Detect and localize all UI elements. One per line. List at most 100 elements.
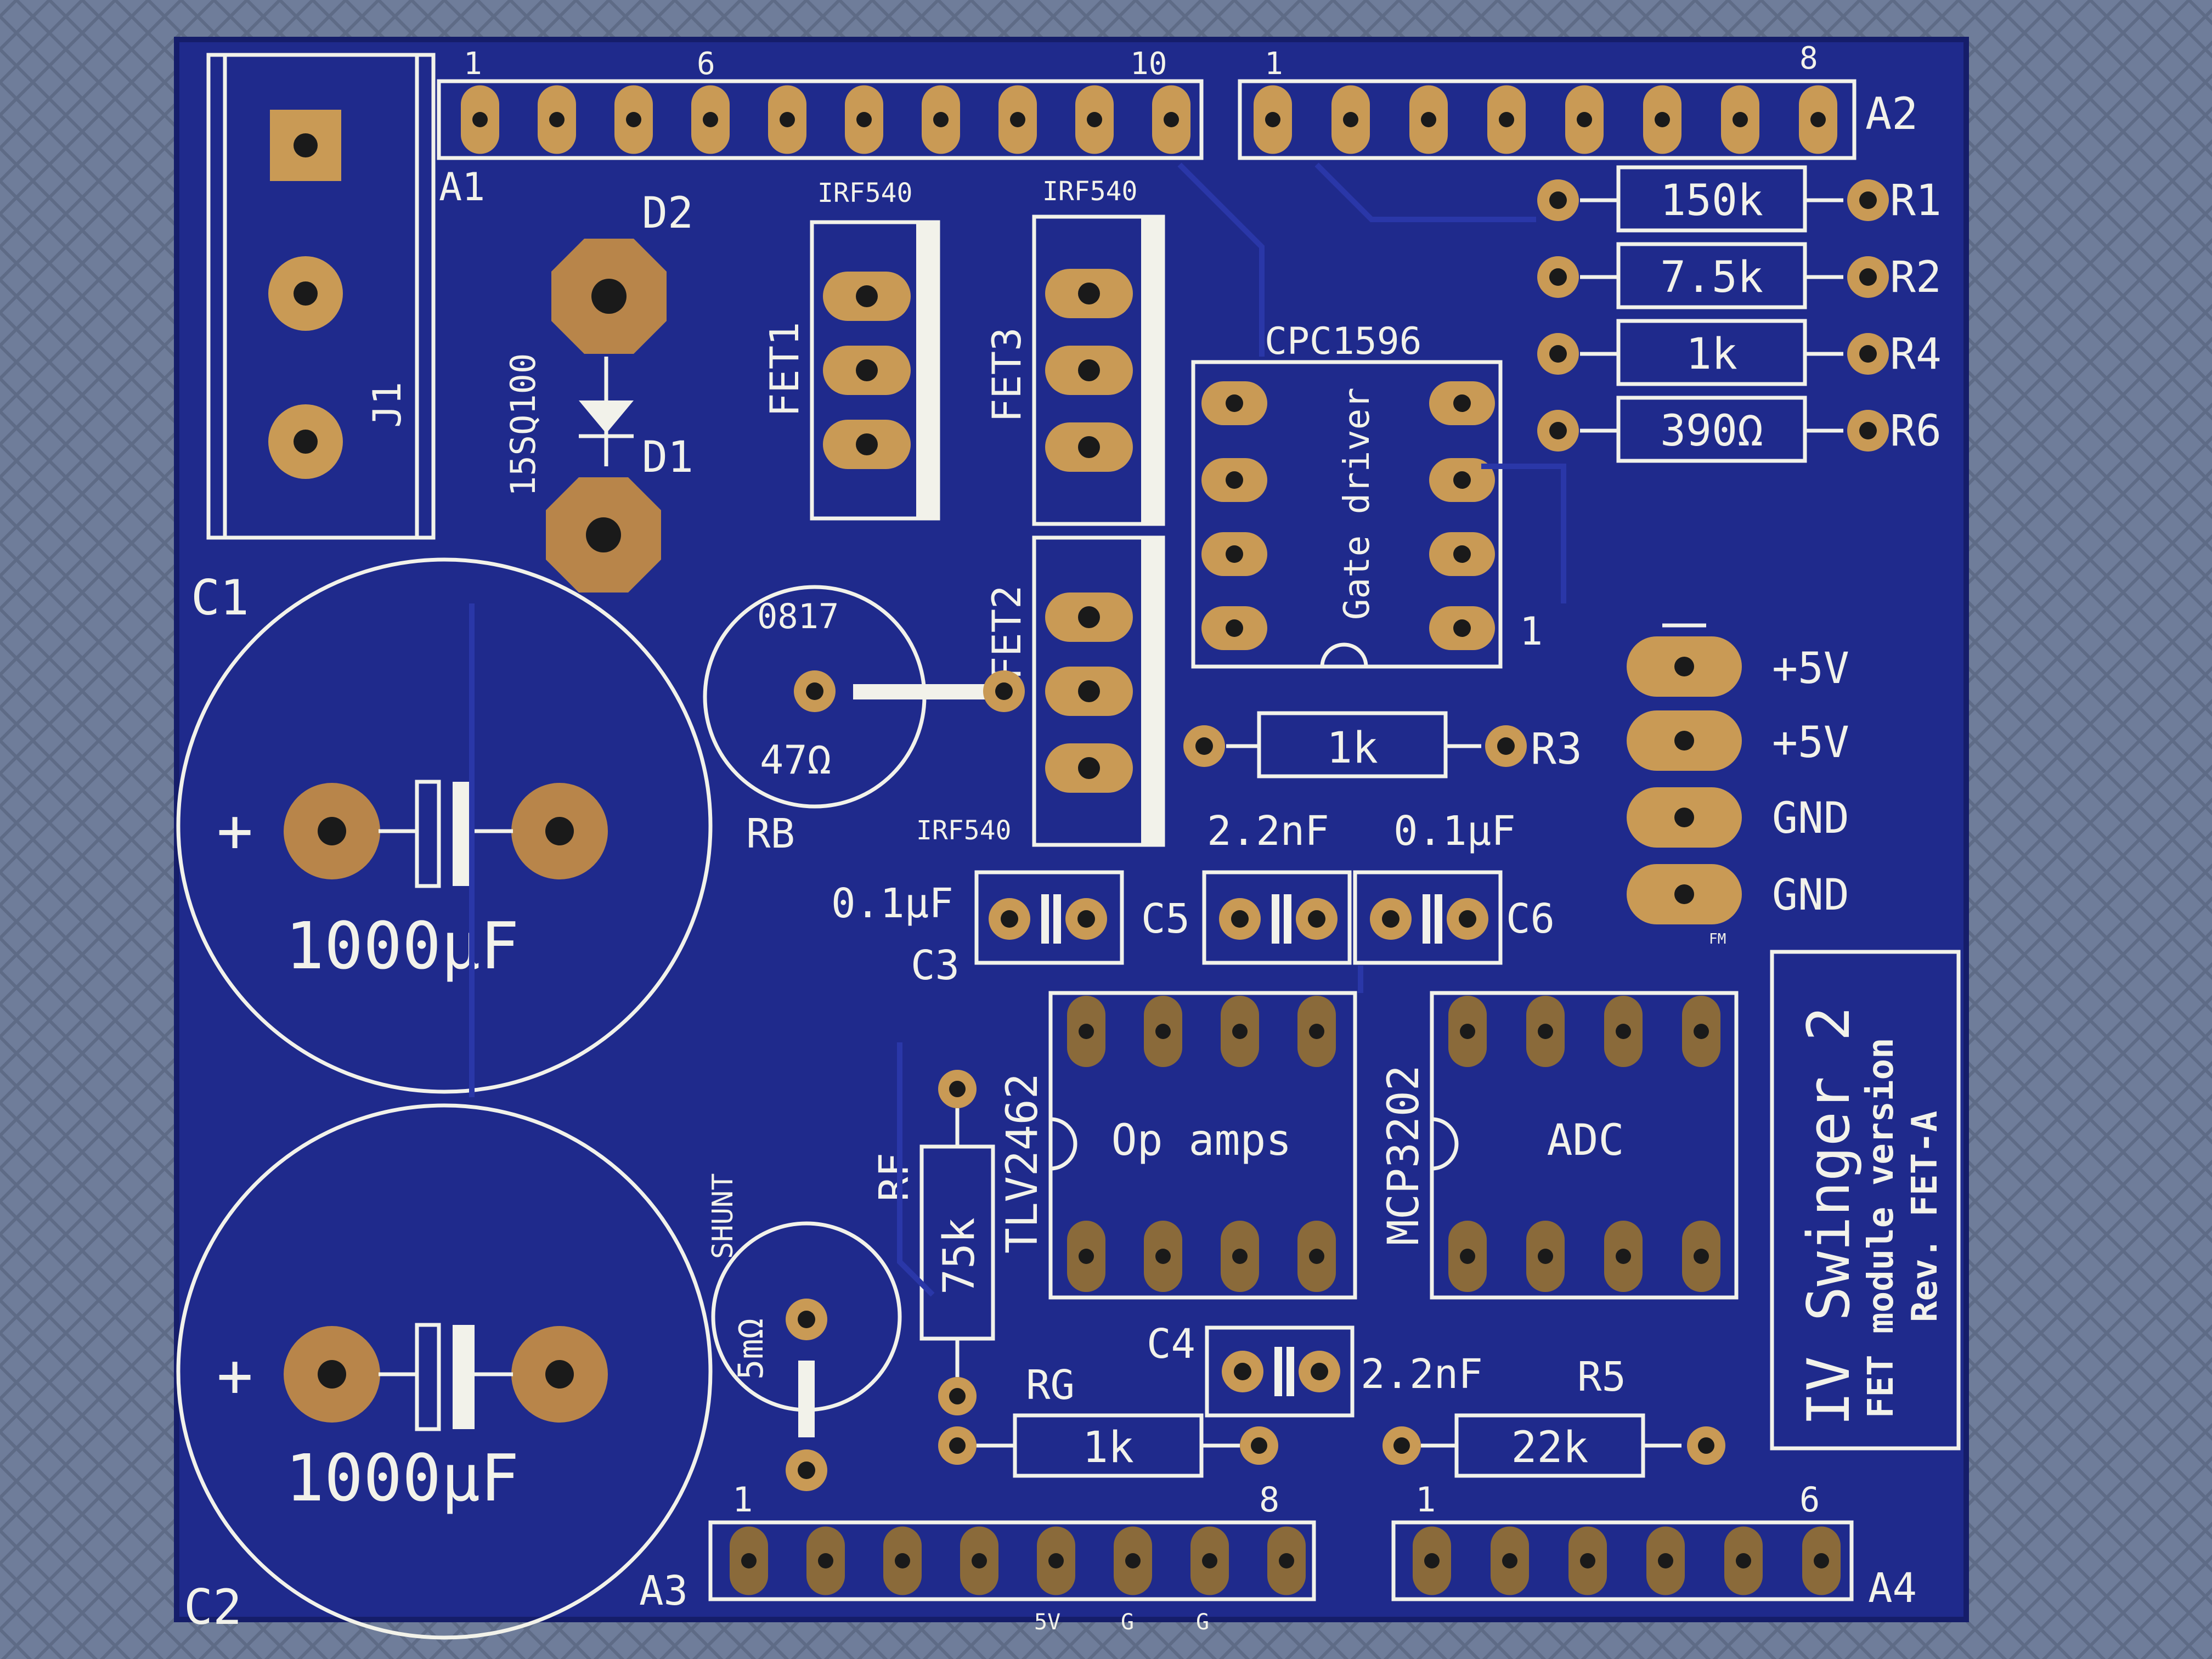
resistor-r1: 150k R1: [1537, 165, 1942, 233]
c6-ref: C6: [1506, 895, 1555, 943]
fet3-label: FET3: [984, 328, 1030, 422]
op-amps-label: Op amps: [1111, 1116, 1292, 1165]
fet3-part: IRF540: [1042, 176, 1137, 207]
shunt-resistor: 5mΩ SHUNT: [707, 1173, 902, 1491]
header-a2: 1 8 A2: [1238, 41, 1918, 160]
fet3: IRF540 FET3: [984, 176, 1165, 526]
c1-plus: +: [217, 795, 253, 866]
r4-ref: R4: [1890, 330, 1942, 379]
fet2-label: FET2: [984, 585, 1030, 680]
capacitor-c6: 0.1µF C6: [1353, 808, 1555, 965]
board-revision: Rev. FET-A: [1905, 1111, 1945, 1322]
r5-ref: R5: [1577, 1353, 1626, 1401]
ic-adc: ADC MCP3202: [1379, 991, 1739, 1300]
a4-pin-6: 6: [1799, 1480, 1820, 1520]
resistor-r2: 7.5k R2: [1537, 242, 1942, 309]
power-pin-2: +5V: [1772, 718, 1849, 768]
fet2: IRF540 FET2: [916, 535, 1165, 847]
rf-ref: RF: [871, 1153, 918, 1201]
c3-value: 0.1µF: [831, 880, 953, 927]
a2-label: A2: [1865, 88, 1918, 139]
r2-ref: R2: [1890, 253, 1942, 302]
header-a1: 1 6 10 A1: [437, 46, 1204, 210]
resistor-rb: 0817 47Ω RB: [703, 585, 1025, 857]
rg-value: 1k: [1082, 1423, 1134, 1472]
c1-ref: C1: [191, 569, 249, 626]
rg-ref: RG: [1026, 1362, 1075, 1409]
r6-value: 390Ω: [1660, 407, 1763, 456]
board-title: IV Swinger 2: [1795, 1006, 1863, 1426]
op-amps-part: TLV2462: [998, 1073, 1047, 1254]
rb-value: 47Ω: [760, 737, 831, 783]
r6-ref: R6: [1890, 407, 1942, 456]
c4-ref: C4: [1147, 1321, 1195, 1368]
header-a4: 1 6 A4: [1391, 1480, 1917, 1612]
c2-plus: +: [217, 1340, 253, 1410]
r3-value: 1k: [1327, 724, 1378, 773]
gate-driver-pin1: 1: [1520, 609, 1543, 654]
a4-label: A4: [1868, 1565, 1917, 1612]
c5-value: 2.2nF: [1207, 808, 1329, 855]
r4-value: 1k: [1686, 330, 1737, 379]
shunt-label: SHUNT: [707, 1173, 740, 1259]
a3-pin-8: 8: [1259, 1480, 1279, 1520]
power-pin-3: GND: [1772, 794, 1849, 843]
fet1-part: IRF540: [817, 178, 912, 208]
a1-label: A1: [439, 165, 485, 210]
copper-traces: [469, 162, 1566, 1297]
a1-pin-10: 10: [1130, 46, 1167, 82]
a2-pin-8: 8: [1799, 41, 1818, 76]
r2-value: 7.5k: [1660, 253, 1763, 302]
capacitor-c4: C4 2.2nF: [1147, 1321, 1483, 1418]
power-pin-1: +5V: [1772, 644, 1849, 693]
a3-pin-g2: G: [1196, 1610, 1209, 1635]
a1-pin-1: 1: [464, 46, 482, 82]
a1-pin-6: 6: [697, 46, 715, 82]
rb-code: 0817: [757, 596, 839, 636]
resistor-r5: 22k R5: [1383, 1353, 1725, 1478]
a4-pin-1: 1: [1415, 1480, 1436, 1520]
d1-label: D1: [642, 433, 693, 482]
c2-ref: C2: [184, 1579, 242, 1635]
a3-pin-1: 1: [732, 1480, 753, 1520]
resistor-r6: 390Ω R6: [1537, 396, 1942, 463]
power-fm-mark: FM: [1709, 931, 1726, 947]
fet2-part: IRF540: [916, 815, 1011, 846]
c2-value: 1000µF: [285, 1440, 519, 1516]
capacitor-c5: 2.2nF C5: [1141, 808, 1352, 965]
ic-op-amps: Op amps TLV2462: [998, 991, 1357, 1300]
power-pin-4: GND: [1772, 871, 1849, 920]
rf-value: 75k: [935, 1217, 984, 1295]
header-a3: 1 8 A3 5V G G: [639, 1480, 1316, 1635]
fet1-label: FET1: [761, 322, 808, 417]
a3-pin-5v: 5V: [1034, 1610, 1060, 1635]
resistor-rf: 75k RF: [871, 1070, 995, 1415]
adc-label: ADC: [1547, 1116, 1624, 1165]
j1-label: J1: [365, 382, 410, 428]
capacitor-c3: 0.1µF C3: [831, 870, 1124, 989]
board-subtitle: FET module version: [1861, 1037, 1901, 1418]
r3-ref: R3: [1531, 725, 1582, 774]
capacitor-c1: + 1000µF C1: [176, 557, 713, 1094]
terminal-block-j1: J1: [206, 53, 436, 540]
c5-ref: C5: [1141, 895, 1190, 943]
resistor-rg: 1k RG: [938, 1362, 1278, 1478]
gate-driver-label: Gate driver: [1337, 387, 1378, 620]
diode-d2: D2: [551, 189, 693, 354]
rb-ref: RB: [746, 810, 795, 857]
diode-d1: D1 15SQ100: [503, 353, 693, 592]
c6-value: 0.1µF: [1393, 808, 1516, 855]
a2-pin-1: 1: [1265, 46, 1283, 82]
r5-value: 22k: [1511, 1423, 1589, 1472]
diode-part-number: 15SQ100: [503, 353, 543, 496]
a3-label: A3: [639, 1567, 688, 1615]
power-header: +5V +5V GND GND FM: [1627, 623, 1849, 947]
ic-gate-driver: CPC1596 Gate driver 1: [1191, 320, 1543, 669]
shunt-value: 5mΩ: [731, 1318, 771, 1380]
r1-value: 150k: [1660, 176, 1763, 225]
c3-ref: C3: [911, 942, 960, 989]
a3-pin-g1: G: [1121, 1610, 1134, 1635]
r1-ref: R1: [1890, 176, 1942, 225]
fet1: IRF540 FET1: [761, 178, 940, 521]
